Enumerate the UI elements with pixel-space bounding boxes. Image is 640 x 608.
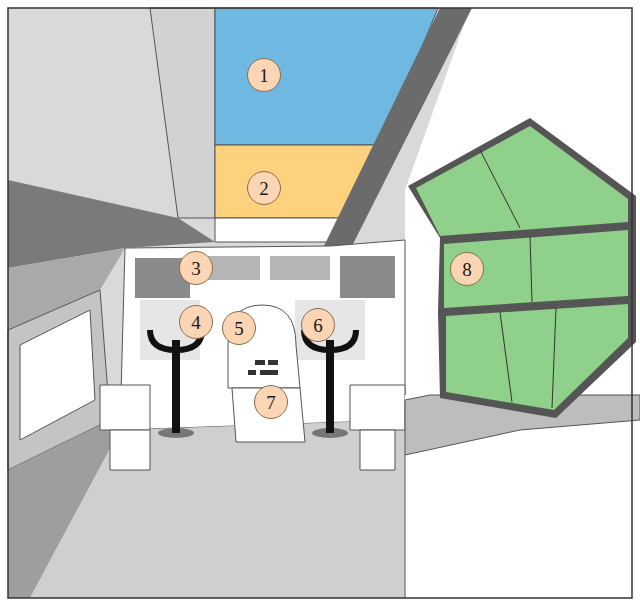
callout-number: 5 xyxy=(222,311,256,345)
callout-number: 4 xyxy=(179,305,213,339)
callout-number: 7 xyxy=(254,385,288,419)
callout-number: 2 xyxy=(247,171,281,205)
callout-number: 8 xyxy=(450,252,484,286)
callout-number: 6 xyxy=(301,308,335,342)
callout-number: 3 xyxy=(179,251,213,285)
callout-number: 1 xyxy=(247,58,281,92)
